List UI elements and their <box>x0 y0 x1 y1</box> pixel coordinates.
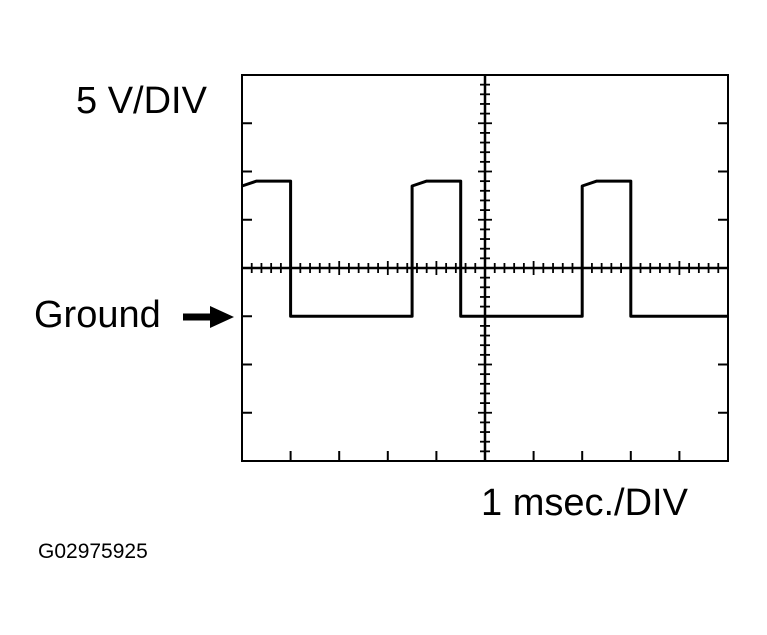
ground-label: Ground <box>34 294 161 336</box>
time-scale-label: 1 msec./DIV <box>481 482 688 524</box>
waveform-trace <box>241 179 728 318</box>
figure-id: G02975925 <box>38 540 148 563</box>
ground-arrow-icon <box>183 306 234 328</box>
voltage-scale-label: 5 V/DIV <box>76 80 207 122</box>
